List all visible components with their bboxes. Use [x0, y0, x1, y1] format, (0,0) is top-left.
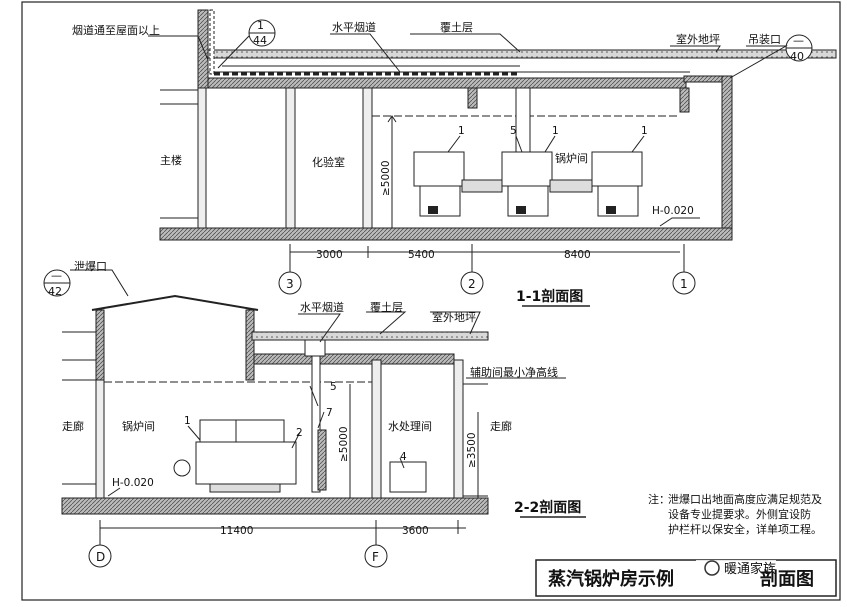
- axis-label: 3: [286, 277, 294, 291]
- drawing-title: 蒸汽锅炉房示例: [548, 568, 674, 590]
- axis-label: 1: [680, 277, 688, 291]
- height-label: ≥5000: [338, 426, 350, 462]
- horizontal-flue-label: 水平烟道: [332, 20, 376, 34]
- item-1: 1: [458, 125, 465, 137]
- item-1: 1: [184, 415, 191, 427]
- dim-3: 8400: [564, 249, 591, 261]
- dim-2: 3600: [402, 525, 429, 537]
- section2-title: 2-2剖面图: [514, 499, 581, 516]
- floor-slab-2: [61, 497, 489, 515]
- axis-label: D: [96, 550, 105, 564]
- room-water: 水处理间: [388, 420, 432, 433]
- ref-b-bottom: 40: [790, 50, 804, 63]
- hoist-opening-label: 吊装口: [748, 33, 781, 46]
- level-label: H-0.020: [112, 477, 154, 489]
- dim-2: 5400: [408, 249, 435, 261]
- item-1: 1: [641, 125, 648, 137]
- explosion-vent-label: 泄爆口: [74, 259, 107, 273]
- item-7: 7: [326, 407, 333, 419]
- boiler-unit: [413, 151, 465, 217]
- item-5: 5: [510, 125, 517, 137]
- ref-a-bottom: 44: [253, 34, 267, 47]
- section-1-1: [148, 9, 837, 307]
- axis-label: 2: [468, 277, 476, 291]
- dim-1: 11400: [220, 525, 253, 537]
- ref-c-bottom: 42: [48, 285, 62, 298]
- roof-slab-1: [205, 49, 837, 59]
- title-block: [535, 559, 837, 597]
- note-line: 设备专业提要求。外侧宜设防: [668, 507, 811, 521]
- soil-layer-label: 覆土层: [370, 301, 403, 314]
- room-lab: 化验室: [312, 155, 345, 169]
- labels: 烟道通至屋面以上 1 44 水平烟道 覆土层 室外地坪 吊装口 — 40 主楼 …: [48, 19, 822, 590]
- note-prefix: 注：: [648, 492, 670, 506]
- level-label: H-0.020: [652, 205, 694, 217]
- height-label: ≥5000: [380, 160, 392, 196]
- item-1: 1: [552, 125, 559, 137]
- axis-bubble: [88, 544, 112, 568]
- room-boiler: 锅炉间: [122, 420, 155, 433]
- axis-bubble: [364, 544, 388, 568]
- dim-1: 3000: [316, 249, 343, 261]
- boiler-unit: [591, 151, 643, 217]
- drawing-title-suffix: 剖面图: [760, 568, 814, 590]
- wechat-icon: [704, 560, 720, 576]
- corridor-right: 走廊: [490, 419, 512, 433]
- item-4: 4: [400, 451, 407, 463]
- height-label: ≥3500: [466, 432, 478, 468]
- axis-bubble: [672, 271, 696, 295]
- page-border: [21, 1, 841, 601]
- item-5: 5: [330, 381, 337, 393]
- aux-note: 辅助间最小净高线: [470, 365, 558, 379]
- boiler-unit: [501, 151, 553, 217]
- ref-b-top: —: [793, 34, 804, 47]
- outdoor-ground-label: 室外地坪: [676, 32, 720, 46]
- outdoor-ground-label: 室外地坪: [432, 310, 476, 324]
- section1-title: 1-1剖面图: [516, 288, 583, 305]
- corridor-left: 走廊: [62, 419, 84, 433]
- floor-slab-1: [159, 227, 733, 241]
- section-2-2: [43, 269, 586, 568]
- note-line: 护栏杆以保安全，详单项工程。: [668, 522, 822, 536]
- room-main: 主楼: [160, 153, 182, 167]
- boiler-unit: [173, 419, 297, 493]
- soil-layer-label: 覆土层: [440, 21, 473, 34]
- axis-label: F: [372, 550, 379, 564]
- ref-c-top: —: [51, 269, 62, 282]
- item-2: 2: [296, 427, 303, 439]
- axis-bubble: [278, 271, 302, 295]
- horizontal-flue-label: 水平烟道: [300, 300, 344, 314]
- watermark-text: 暖通家族: [724, 561, 776, 577]
- ref-a-top: 1: [257, 19, 264, 32]
- note-line: 泄爆口出地面高度应满足规范及: [668, 492, 822, 506]
- chimney-note: 烟道通至屋面以上: [72, 23, 160, 37]
- room-boiler: 锅炉间: [555, 152, 588, 165]
- axis-bubble: [460, 271, 484, 295]
